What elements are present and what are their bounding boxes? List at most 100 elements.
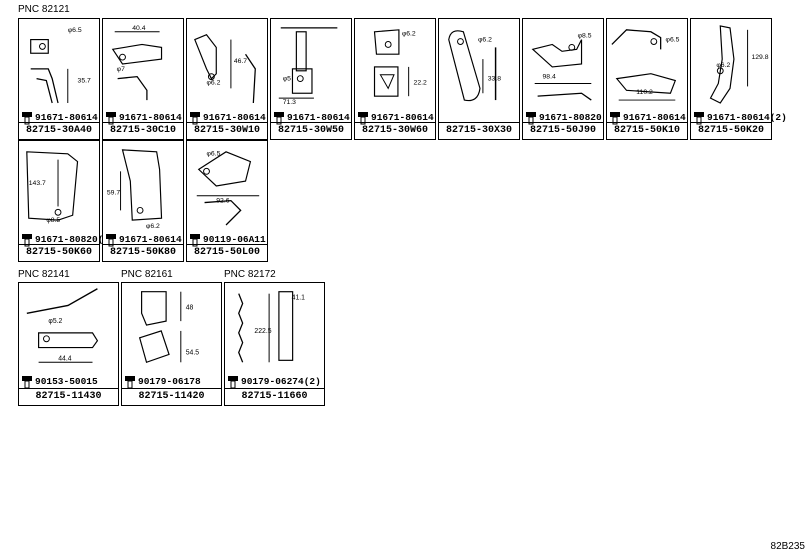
dimension-label: 59.7 bbox=[107, 190, 120, 197]
bolt-icon bbox=[190, 234, 200, 247]
bracket-drawing: 143.7 φ8.5 bbox=[26, 151, 79, 224]
part-number: 82715-50K20 bbox=[691, 122, 771, 139]
dimension-label: φ5 bbox=[283, 76, 291, 83]
bracket-drawing: 41.1 222.5 bbox=[238, 291, 306, 363]
bolt-icon bbox=[610, 112, 620, 125]
part-number: 82715-30W10 bbox=[187, 122, 267, 139]
bolt-row: 91671-80614 bbox=[355, 111, 435, 125]
bracket-drawing: 129.8 φ6.2 bbox=[709, 25, 769, 104]
bracket-drawing: φ6.2 33.8 bbox=[448, 30, 501, 102]
dimension-label: 129.8 bbox=[751, 54, 768, 61]
bolt-icon bbox=[22, 376, 32, 389]
bolt-row: 91671-80614 bbox=[103, 233, 183, 247]
pnc-label-82141: PNC 82141 bbox=[18, 269, 70, 280]
bolt-row: 91671-80820 bbox=[523, 111, 603, 125]
bolt-part-number: 91671-80820(2) bbox=[35, 234, 115, 245]
part-number: 82715-11420 bbox=[122, 388, 221, 405]
part-cell: 129.8 φ6.2 91671-80614(2)82715-50K20 bbox=[690, 18, 787, 140]
bolt-icon bbox=[228, 376, 238, 389]
dimension-label: φ6.2 bbox=[402, 31, 416, 38]
bolt-row: 91671-80820(2) bbox=[19, 233, 115, 247]
dimension-label: 222.5 bbox=[254, 328, 271, 335]
bolt-part-number: 91671-80820 bbox=[539, 112, 602, 123]
dimension-label: φ7 bbox=[117, 66, 125, 73]
dimension-label: 41.1 bbox=[292, 295, 306, 302]
diagram-code: 82B235 bbox=[770, 541, 805, 552]
bolt-row: 91671-80614 bbox=[103, 111, 183, 125]
bolt-part-number: 90153-50015 bbox=[35, 376, 98, 387]
part-number: 82715-50J90 bbox=[523, 122, 603, 139]
bolt-row: 90179-06178 bbox=[122, 375, 221, 389]
bracket-drawing: 40.4 φ7 bbox=[111, 25, 163, 101]
dimension-label: 33.8 bbox=[488, 76, 501, 83]
bolt-icon bbox=[358, 112, 368, 125]
dimension-label: φ8.5 bbox=[46, 217, 60, 224]
part-cell: 143.7 φ8.5 91671-80820(2)82715-50K60 bbox=[18, 140, 115, 262]
pnc-label-82121: PNC 82121 bbox=[18, 4, 70, 15]
bolt-icon bbox=[190, 112, 200, 125]
bracket-drawing: φ6.535.7 bbox=[30, 27, 91, 104]
bolt-part-number: 90179-06178 bbox=[138, 376, 201, 387]
bolt-row: 91671-80614 bbox=[19, 111, 99, 125]
dimension-label: 35.7 bbox=[78, 78, 91, 85]
bracket-drawing: φ6.5 92.6 bbox=[196, 151, 260, 226]
part-cell: 41.1 222.5 90179-06274(2)82715-11660 bbox=[224, 282, 325, 406]
bolt-icon bbox=[22, 112, 32, 125]
part-number: 82715-50L00 bbox=[187, 244, 267, 261]
part-number: 82715-50K10 bbox=[607, 122, 687, 139]
bolt-part-number: 90179-06274(2) bbox=[241, 376, 321, 387]
bracket-drawing: φ6.222.2 bbox=[373, 29, 427, 97]
part-number: 82715-30A40 bbox=[19, 122, 99, 139]
bolt-part-number: 91671-80614 bbox=[119, 234, 182, 245]
part-number: 82715-11660 bbox=[225, 388, 324, 405]
bolt-icon bbox=[274, 112, 284, 125]
bracket-drawing: φ8.598.4 bbox=[531, 33, 592, 101]
bolt-row: 90153-50015 bbox=[19, 375, 118, 389]
bolt-icon bbox=[22, 234, 32, 247]
dimension-label: 54.5 bbox=[186, 349, 200, 356]
bolt-part-number: 91671-80614 bbox=[203, 112, 266, 123]
part-number: 82715-30C10 bbox=[103, 122, 183, 139]
bracket-drawing: φ5 71.3 bbox=[278, 27, 338, 106]
dimension-label: 98.4 bbox=[543, 74, 556, 81]
bolt-part-number: 91671-80614 bbox=[119, 112, 182, 123]
dimension-label: φ6.2 bbox=[716, 62, 730, 69]
dimension-label: φ6.5 bbox=[666, 37, 680, 44]
bolt-icon bbox=[526, 112, 536, 125]
dimension-label: 48 bbox=[186, 304, 194, 311]
bolt-part-number: 91671-80614(2) bbox=[707, 112, 787, 123]
dimension-label: φ6.5 bbox=[207, 151, 221, 158]
bolt-part-number: 91671-80614 bbox=[623, 112, 686, 123]
bolt-row: 90179-06274(2) bbox=[225, 375, 324, 389]
part-number: 82715-50K60 bbox=[19, 244, 99, 261]
bolt-icon bbox=[694, 112, 704, 125]
dimension-label: φ6.2 bbox=[207, 79, 221, 86]
dimension-label: 110.2 bbox=[636, 89, 653, 96]
bolt-part-number: 91671-80614 bbox=[371, 112, 434, 123]
bracket-drawing: 48 54.5 bbox=[138, 291, 200, 364]
part-number: 82715-30W60 bbox=[355, 122, 435, 139]
dimension-label: 143.7 bbox=[29, 180, 46, 187]
part-number: 82715-30X30 bbox=[439, 122, 519, 139]
bolt-part-number: 91671-80614 bbox=[35, 112, 98, 123]
dimension-label: 92.6 bbox=[216, 198, 229, 205]
dimension-label: 71.3 bbox=[283, 99, 296, 106]
dimension-label: φ6.2 bbox=[146, 223, 160, 229]
part-cell: φ6.2 33.8 82715-30X30 bbox=[438, 18, 520, 140]
dimension-label: 46.7 bbox=[234, 58, 247, 65]
dimension-label: φ5.2 bbox=[48, 318, 62, 325]
dimension-label: φ6.2 bbox=[478, 37, 492, 44]
dimension-label: 40.4 bbox=[132, 25, 145, 32]
dimension-label: 44.4 bbox=[58, 355, 72, 362]
bolt-row: 91671-80614 bbox=[607, 111, 687, 125]
bracket-drawing: 59.7 φ6.2 bbox=[107, 149, 163, 229]
